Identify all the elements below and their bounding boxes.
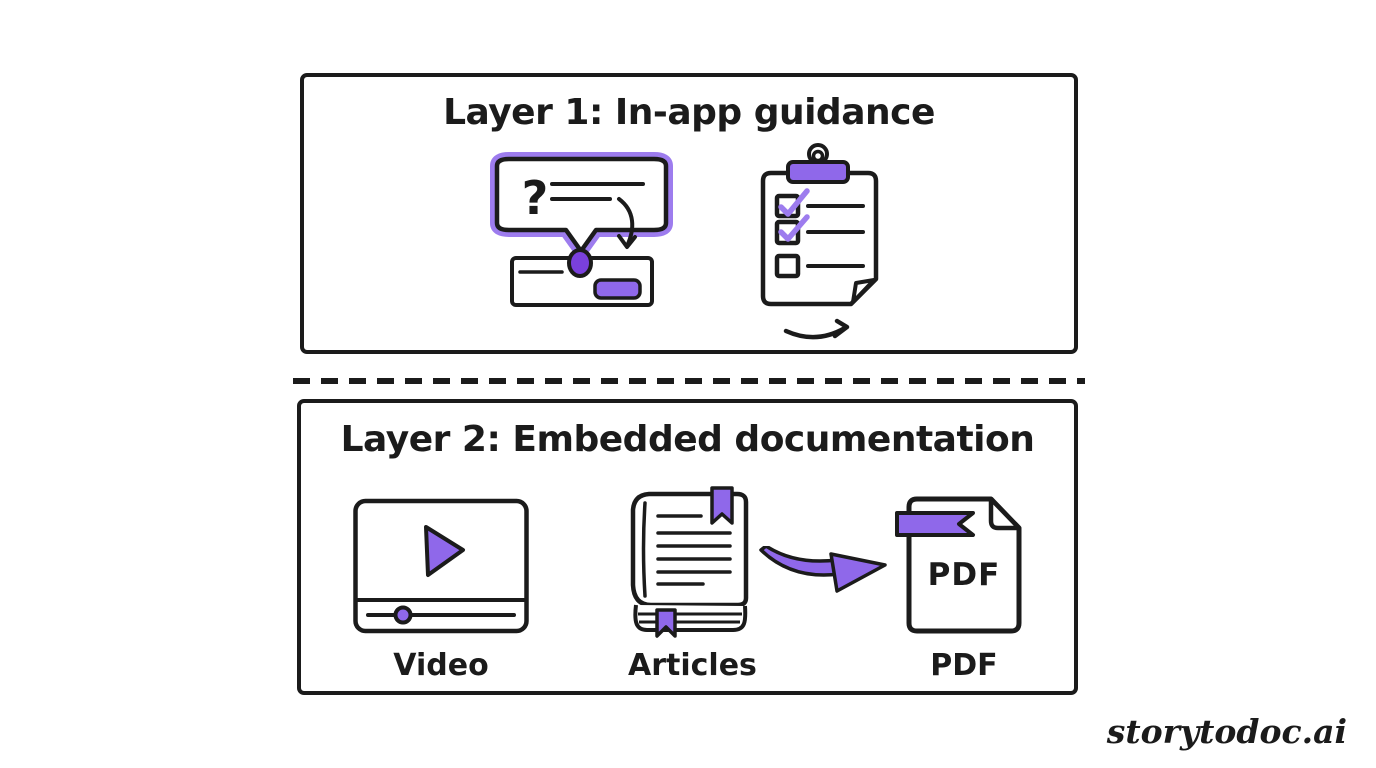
video-progress-handle [393, 605, 413, 625]
layer1-title: Layer 1: In-app guidance [443, 92, 935, 133]
book-cover [630, 491, 749, 608]
purple-arrow-shaft [759, 546, 841, 577]
checkmark-2 [778, 214, 810, 242]
articles-label: Articles [628, 648, 757, 683]
card-button [593, 278, 642, 300]
pdf-page-fold [988, 496, 1022, 531]
hotspot-dot [567, 248, 593, 278]
checkbox-2 [774, 219, 801, 246]
watermark-brand: storytodoc.ai [1106, 712, 1347, 751]
bookmark-top-icon [710, 486, 734, 525]
checkbox-3 [774, 253, 801, 279]
checkmark-1 [778, 188, 810, 217]
articles-book-icon [630, 486, 749, 638]
pdf-file-icon: PDF [895, 496, 1022, 634]
pdf-label: PDF [930, 648, 998, 683]
flow-arrow-head [832, 318, 850, 339]
dashed-divider [293, 378, 1085, 384]
tooltip-pointer-arrowhead [617, 234, 637, 249]
checklist-clipboard-icon [760, 143, 879, 307]
purple-curved-arrow-icon [759, 546, 887, 593]
play-button-icon [424, 525, 465, 577]
clip-hole [811, 149, 825, 163]
pdf-ribbon [895, 511, 975, 537]
purple-arrow-head [829, 552, 887, 593]
layer2-title: Layer 2: Embedded documentation [340, 419, 1035, 460]
book-page-stack [633, 604, 748, 632]
bookmark-bottom-icon [655, 608, 677, 638]
video-label: Video [393, 648, 489, 683]
tooltip-question-bubble-icon: ? [490, 152, 673, 307]
tooltip-question-mark: ? [522, 171, 549, 225]
clipboard-corner-fold [851, 278, 876, 304]
layer1-panel: Layer 1: In-app guidance [300, 73, 1078, 354]
video-player-icon [353, 498, 529, 634]
clipboard-clip [786, 160, 850, 184]
pdf-file-text: PDF [928, 557, 1001, 593]
flow-arrow-icon [783, 318, 850, 340]
book-spine-line [641, 501, 647, 598]
